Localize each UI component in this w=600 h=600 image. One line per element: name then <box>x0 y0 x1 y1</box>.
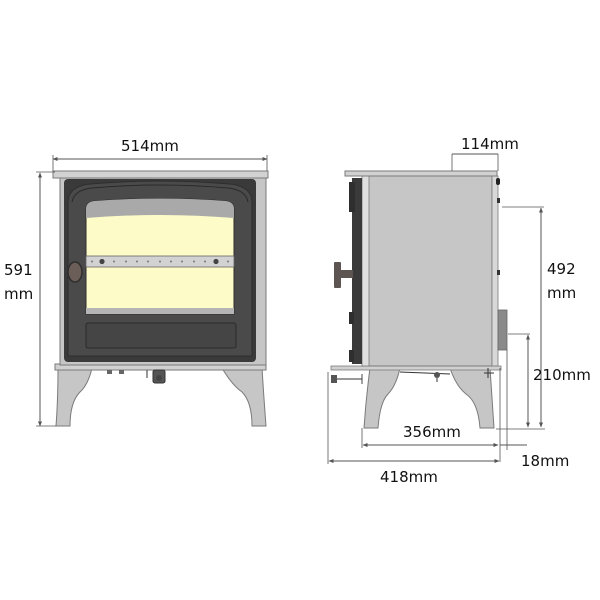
flue-height-label-unit: mm <box>547 284 577 302</box>
depth-label: 418mm <box>380 468 438 486</box>
flue-height-label-value: 492 <box>547 260 576 278</box>
front-left-leg <box>55 367 93 427</box>
width-label: 514mm <box>121 137 179 155</box>
height-label: 591 mm <box>4 258 33 306</box>
side-door-handle <box>334 262 353 288</box>
door-glass <box>85 198 235 315</box>
front-view <box>36 155 269 427</box>
air-control-rod <box>331 371 451 384</box>
stove-door <box>64 179 256 362</box>
door-handle <box>67 261 83 283</box>
side-top-plate <box>344 170 498 177</box>
side-body <box>367 173 493 367</box>
rear-offset-label: 18mm <box>521 452 570 470</box>
side-door-profile <box>349 178 362 364</box>
side-front-leg <box>363 367 401 429</box>
side-rear-leg <box>449 367 495 429</box>
side-base-plate <box>330 365 502 371</box>
side-view <box>327 153 545 464</box>
flue-offset-label: 114mm <box>461 135 519 153</box>
front-top-plate <box>52 170 269 179</box>
front-right-leg <box>221 367 267 427</box>
height-label-unit: mm <box>4 285 34 303</box>
rear-outlet-box <box>497 309 508 351</box>
flue-height-label: 492 mm <box>547 257 576 305</box>
rear-outlet-height-label: 210mm <box>533 366 591 384</box>
leg-span-label: 356mm <box>403 423 461 441</box>
ash-panel <box>85 322 237 349</box>
height-label-value: 591 <box>4 261 33 279</box>
air-control-knobs <box>107 369 166 384</box>
